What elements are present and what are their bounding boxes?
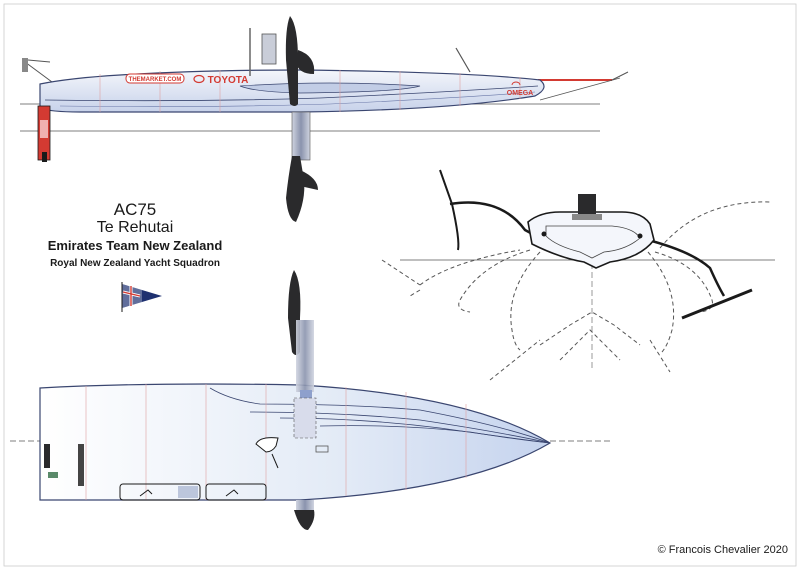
sponsor-badge-1 (125, 73, 185, 84)
front-section-view (381, 169, 775, 381)
copyright-label: © Francois Chevalier 2020 (657, 544, 788, 556)
side-profile-view: THEMARKET.COM TOYOTA OMEGA (20, 16, 629, 222)
port-foil-arm-raised (439, 169, 460, 251)
station-lines-plan (85, 384, 467, 500)
foil-pivot-starboard (637, 233, 643, 239)
deck-hatch (315, 445, 329, 453)
deck-outline (39, 383, 552, 501)
station-lines-side (99, 70, 521, 112)
mast-step-plan (300, 390, 312, 398)
rudder-tip (42, 152, 47, 162)
stern-logo (48, 472, 58, 478)
mast-side (285, 16, 298, 106)
starboard-foil-arm-lowered (639, 236, 726, 297)
foil-arm-side (291, 111, 311, 161)
omega-logo-icon (511, 81, 521, 86)
stern-stay (24, 61, 53, 83)
traveller (78, 444, 84, 486)
foil-arm-plan-port (293, 397, 317, 439)
mast-rotation-arm (296, 50, 315, 74)
mast-wing-side (261, 33, 277, 65)
mast-sail-plan (296, 320, 314, 392)
bow-stay (611, 71, 629, 81)
boat-name: Te Rehutai (96, 219, 174, 236)
plan-view (10, 270, 610, 530)
toyota-logo-icon (193, 74, 205, 84)
team-name: Emirates Team New Zealand (47, 238, 223, 253)
helm-pod (255, 437, 279, 453)
sponsor-1-text: THEMARKET.COM (129, 77, 182, 83)
stern-rail (27, 59, 51, 63)
foil-wing-side (286, 156, 305, 222)
sponsor-2-text: TOYOTA (208, 75, 249, 86)
foil-tip-plan (294, 510, 315, 530)
cockpit-pods (119, 483, 267, 501)
foil-pivot-port (541, 231, 547, 237)
model-label: AC75 (113, 200, 157, 219)
grinder-station (178, 486, 198, 498)
hull-section-inner (545, 225, 641, 259)
chine-line-1 (44, 85, 539, 102)
rudder-head-plan (44, 444, 50, 468)
foil-flap-side (300, 170, 318, 190)
cockpit-profile (239, 82, 421, 94)
squadron-burgee (121, 282, 162, 312)
sheet-border (3, 3, 797, 567)
stern-fitting (22, 58, 28, 72)
port-foil-wing-raised (449, 201, 541, 240)
club-name: Royal New Zealand Yacht Squadron (50, 258, 220, 269)
mast-base (572, 214, 602, 220)
foil-envelope-tip-right (649, 339, 671, 373)
helm-strut (271, 453, 279, 469)
sponsor-3-text: OMEGA (507, 90, 533, 97)
forestay (455, 47, 471, 73)
starboard-foil-wing-lowered (681, 288, 753, 320)
rudder-logo (40, 120, 48, 138)
chine-line-2 (59, 91, 536, 107)
bobstay (539, 77, 621, 101)
foil-swing-envelopes (381, 201, 771, 381)
foil-arm-plan-starboard (296, 500, 314, 510)
mast-step-section (578, 194, 596, 220)
